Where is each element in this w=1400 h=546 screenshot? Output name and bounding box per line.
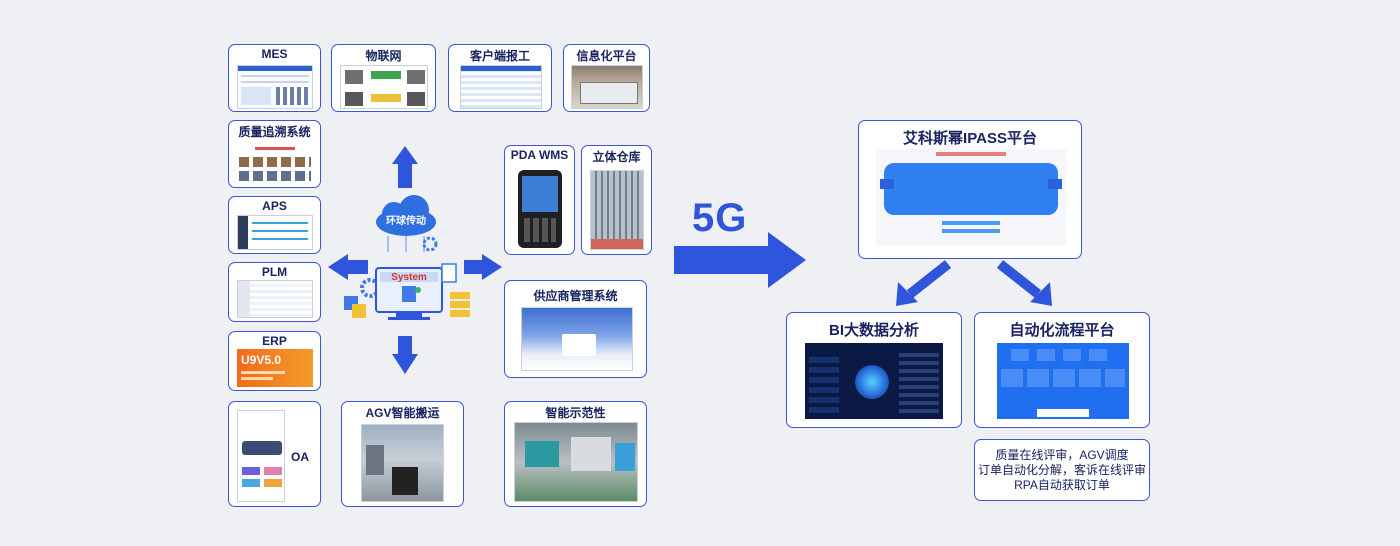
automation-card: 自动化流程平台 [974,312,1150,428]
supplier-card: 供应商管理系统 [504,280,647,378]
client-report-card: 客户端报工 [448,44,552,112]
iot-screenshot [340,65,428,109]
oa-title: OA [291,450,309,464]
mes-screenshot [237,65,313,109]
document-icon [441,263,457,283]
arrow-to-bi [896,260,952,306]
agv-photo [361,424,444,502]
server-icon [450,292,470,317]
automation-note-card: 质量在线评审，AGV调度 订单自动化分解，客诉在线评审 RPA自动获取订单 [974,439,1150,501]
info-platform-card: 信息化平台 [563,44,650,112]
erp-card: ERP U9V5.0 [228,331,321,391]
bi-dashboard-screenshot [805,343,943,419]
note-line-3: RPA自动获取订单 [1014,478,1110,492]
ipass-title: 艾科斯幂IPASS平台 [903,130,1037,147]
demo-title: 智能示范性 [545,406,606,420]
iot-card: 物联网 [331,44,436,112]
gear-icon [422,236,438,252]
arrow-up [392,146,418,188]
aps-title: APS [262,199,287,213]
demo-card: 智能示范性 [504,401,647,507]
automation-title: 自动化流程平台 [1009,322,1115,339]
aps-screenshot [237,215,313,250]
plm-screenshot [237,280,313,318]
note-line-1: 质量在线评审，AGV调度 [995,448,1129,462]
note-line-2: 订单自动化分解，客诉在线评审 [977,463,1146,477]
quality-trace-title: 质量追溯系统 [238,125,311,139]
oa-phone-screenshot [237,410,285,502]
cloud-icon [376,195,436,252]
warehouse-title: 立体仓库 [592,150,641,164]
agv-card: AGV智能搬运 [341,401,464,507]
plm-card: PLM [228,262,321,322]
plm-title: PLM [261,265,288,279]
arrow-right [464,254,502,280]
erp-screenshot: U9V5.0 [237,349,313,387]
quality-trace-screenshot [237,143,313,185]
5g-label: 5G [692,196,748,240]
pda-wms-title: PDA WMS [510,148,569,162]
bi-card: BI大数据分析 [786,312,962,428]
puzzle-icon [352,304,366,318]
arrow-down [392,336,418,374]
supplier-screenshot [521,307,633,371]
bi-title: BI大数据分析 [828,322,919,339]
aps-card: APS [228,196,321,254]
agv-title: AGV智能搬运 [365,406,440,420]
info-platform-photo [571,65,643,109]
info-platform-title: 信息化平台 [576,49,637,63]
erp-logo: U9V5.0 [241,353,282,367]
iot-title: 物联网 [365,49,402,63]
ipass-card: 艾科斯幂IPASS平台 [858,120,1082,259]
client-report-screenshot [460,65,542,109]
mes-card: MES [228,44,321,112]
erp-title: ERP [262,334,287,348]
demo-photo [514,422,638,502]
warehouse-photo [590,170,644,250]
supplier-title: 供应商管理系统 [533,289,618,303]
pda-device-photo [514,170,566,250]
oa-card: OA [228,401,321,507]
center-hub: 环球传动 System [328,146,502,374]
pda-wms-card: PDA WMS [504,145,575,255]
ipass-screenshot [876,149,1066,245]
quality-trace-card: 质量追溯系统 [228,120,321,188]
arrow-left [328,254,368,280]
mes-title: MES [261,47,288,61]
warehouse-card: 立体仓库 [581,145,652,255]
automation-screenshot [997,343,1129,419]
system-label: System [391,272,427,283]
client-report-title: 客户端报工 [469,49,530,63]
monitor-icon [375,267,443,320]
status-dot [415,287,421,293]
arrow-5g [674,232,806,288]
arrow-to-auto [996,260,1052,306]
cloud-label: 环球传动 [386,214,426,227]
